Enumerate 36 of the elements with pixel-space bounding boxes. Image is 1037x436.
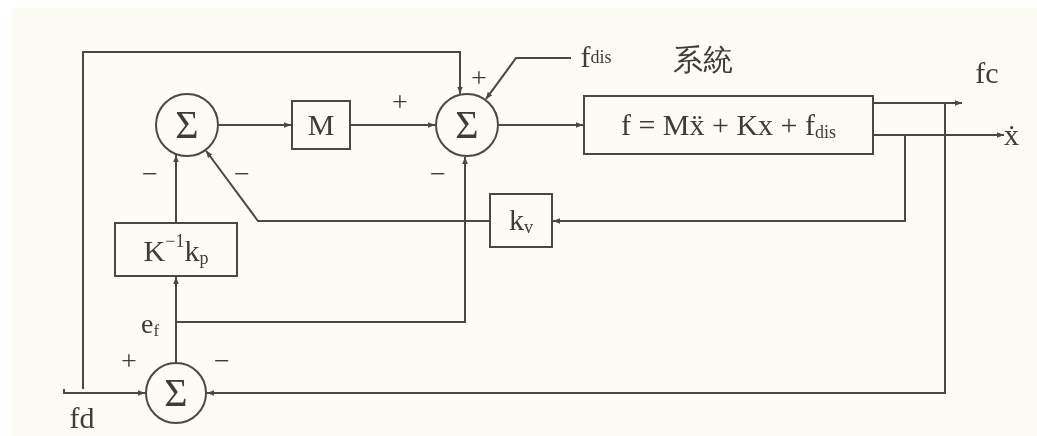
sign-label: +: [392, 88, 408, 116]
signal-label: e$_{f}$: [141, 310, 160, 340]
signal-arrow: [173, 154, 179, 223]
summing-junction: [145, 362, 207, 424]
sign-label: −: [430, 160, 446, 188]
sigma-symbol: Σ: [175, 105, 199, 145]
signal-arrow: [205, 149, 490, 222]
signal-label: ẋ: [1004, 117, 1028, 153]
sign-label: −: [142, 160, 158, 188]
signal-arrow: [552, 134, 906, 224]
signal-arrow: [484, 57, 572, 101]
sign-label: −: [234, 160, 250, 188]
block-text: f = Mẍ + Kx + f$_{dis}$: [620, 109, 837, 141]
block-text: M: [307, 110, 335, 140]
signal-arrow: [82, 51, 463, 390]
signal-label: fd: [64, 389, 100, 433]
signal-arrow: [175, 155, 468, 363]
block-box: [114, 222, 238, 277]
block-box: [489, 193, 553, 248]
signal-arrow: [206, 102, 946, 396]
sigma-symbol: Σ: [164, 373, 188, 413]
block-text: K$^{−1}$k$_{p}$: [143, 231, 209, 268]
block-text: k$_{v}$: [509, 205, 533, 236]
summing-junction: [435, 93, 499, 157]
signal-label: fc: [962, 58, 1012, 108]
block-box: [291, 100, 351, 150]
block-heading: 系統: [673, 45, 733, 75]
summing-junction: [155, 93, 219, 157]
sign-label: +: [471, 64, 487, 92]
sign-label: +: [121, 347, 137, 375]
sign-label: −: [214, 347, 230, 375]
signal-arrow: [218, 122, 292, 128]
signal-arrow: [63, 388, 146, 396]
sigma-symbol: Σ: [455, 105, 479, 145]
signal-arrow: [350, 122, 436, 128]
signal-arrow: [498, 122, 584, 128]
